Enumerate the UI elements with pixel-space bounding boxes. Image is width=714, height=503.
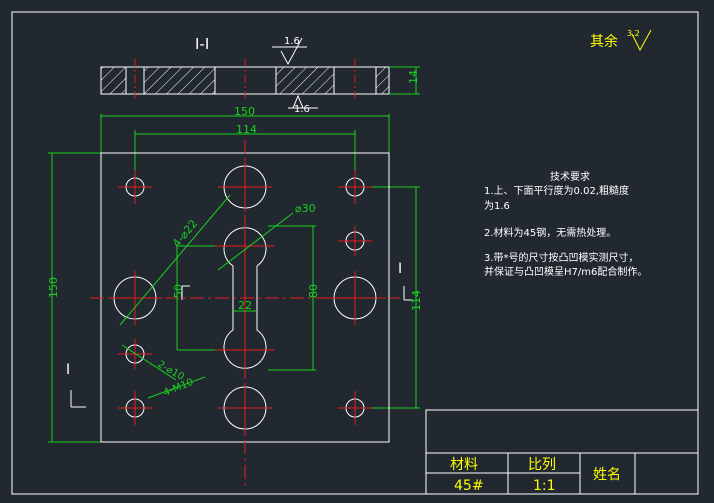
- notes-line-1: 1.上、下面平行度为0.02,粗糙度: [484, 184, 629, 197]
- hole-tl: [118, 170, 152, 204]
- thickness-dim: 14: [407, 70, 420, 84]
- hole-bl: [118, 391, 152, 425]
- roughness-top-icon: [280, 37, 303, 66]
- notes-line-5: 并保证与凸凹模呈H7/m6配合制作。: [484, 265, 647, 278]
- section-hatch-4: [375, 66, 390, 95]
- roughness-symbol-icon: [631, 29, 652, 52]
- notes-line-4: 3.带*号的尺寸按凸凹模实测尺寸，: [484, 251, 639, 264]
- section-mark-right: I: [398, 261, 402, 277]
- holes-4-phi22-dim: 4-⌀22: [170, 217, 200, 250]
- scale-value: 1:1: [533, 478, 556, 494]
- section-hatch-1: [100, 66, 127, 95]
- scale-label: 比列: [528, 457, 556, 473]
- general-roughness-label: 其余: [590, 33, 618, 50]
- notes-line-3: 2.材料为45钢，无需热处理。: [484, 226, 616, 239]
- slot-height-dim: 80: [307, 284, 320, 298]
- section-mark-bottom-left: I: [66, 362, 70, 378]
- material-value: 45#: [454, 478, 484, 494]
- overall-width-dim: 150: [234, 105, 255, 118]
- vertical-spacing-dim: 114: [410, 290, 423, 311]
- sheet-border: [11, 11, 699, 495]
- section-title: I-I: [195, 35, 209, 53]
- section-hatch-2: [143, 66, 216, 95]
- hole-br: [338, 391, 372, 425]
- hole-diameter-dim: ⌀30: [295, 202, 316, 215]
- big-hole-right: [328, 271, 382, 325]
- general-roughness: 其余 3.2: [590, 29, 652, 52]
- general-roughness-value: 3.2: [627, 29, 640, 38]
- big-hole-left: [108, 271, 162, 325]
- section-hatch-3: [275, 66, 335, 95]
- roughness-bottom-value: 1.6: [294, 104, 310, 115]
- notes-title: 技术要求: [550, 170, 590, 183]
- material-label: 材料: [450, 457, 478, 473]
- big-hole-bottom: [218, 383, 272, 433]
- section-view: I-I 1.6 1.6 14: [100, 35, 420, 115]
- big-hole-top: [218, 162, 272, 212]
- title-block: 材料 45# 比列 1:1 姓名: [425, 409, 699, 495]
- holes-2-phi10-dim: 2-⌀10: [156, 359, 186, 383]
- roughness-top-value: 1.6: [284, 36, 300, 47]
- dowel-right: [338, 226, 372, 256]
- notes-line-2: 为1.6: [484, 200, 510, 212]
- technical-notes: 技术要求 1.上、下面平行度为0.02,粗糙度 为1.6 2.材料为45钢，无需…: [484, 170, 647, 278]
- name-label: 姓名: [593, 467, 621, 483]
- plan-view: 150 114 150 114: [47, 105, 423, 490]
- hole-tr: [338, 170, 372, 204]
- center-slot: [223, 227, 267, 369]
- overall-height-dim: 150: [47, 277, 60, 298]
- hole-spacing-dim: 114: [236, 123, 257, 136]
- slot-neck-dim: 22: [238, 299, 252, 312]
